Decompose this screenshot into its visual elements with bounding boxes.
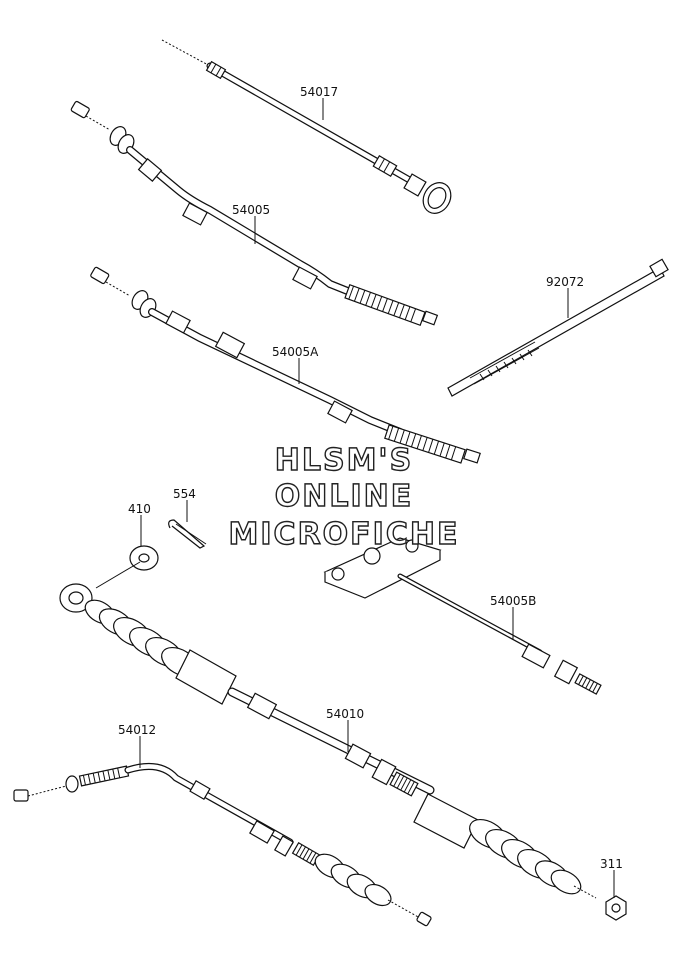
cable-54017 bbox=[161, 39, 452, 214]
boot-upper bbox=[84, 599, 237, 705]
part-label-54005b: 54005B bbox=[490, 594, 536, 608]
part-label-54017: 54017 bbox=[300, 85, 338, 99]
cable-54012 bbox=[13, 762, 432, 927]
part-label-54005a: 54005A bbox=[272, 345, 319, 359]
part-label-311: 311 bbox=[600, 857, 623, 871]
cable-54005b bbox=[323, 537, 602, 695]
cable-tie-92072 bbox=[447, 258, 669, 397]
cable-54005a bbox=[90, 266, 481, 464]
part-label-54005: 54005 bbox=[232, 203, 270, 217]
watermark-line-1: HLSM'S bbox=[275, 443, 413, 478]
part-label-410: 410 bbox=[128, 502, 151, 516]
cotter-pin-554 bbox=[168, 519, 207, 549]
part-label-92072: 92072 bbox=[546, 275, 584, 289]
washer-410 bbox=[129, 545, 159, 571]
boot-lower bbox=[413, 793, 582, 895]
part-label-54012: 54012 bbox=[118, 723, 156, 737]
part-label-54010: 54010 bbox=[326, 707, 364, 721]
watermark-line-3: MICROFICHE bbox=[229, 517, 460, 552]
watermark: HLSM'S ONLINE MICROFICHE bbox=[228, 442, 460, 552]
leader-lines bbox=[95, 98, 615, 898]
cable-54010 bbox=[59, 583, 597, 899]
watermark-line-2: ONLINE bbox=[275, 479, 414, 514]
part-label-554: 554 bbox=[173, 487, 196, 501]
nut-311 bbox=[605, 895, 627, 921]
